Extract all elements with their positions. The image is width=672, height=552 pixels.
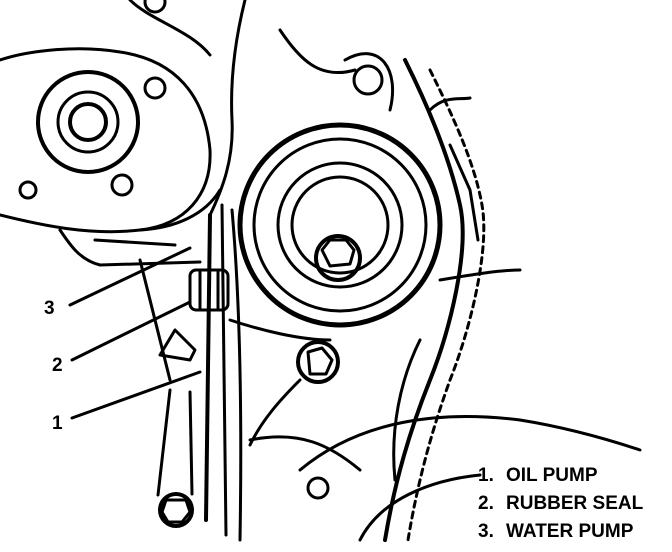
legend-text: WATER PUMP — [506, 521, 634, 542]
legend-number: 1. — [478, 465, 494, 486]
water-pump-pulley — [0, 0, 222, 267]
callout-2: 2 — [52, 355, 63, 376]
callout-3: 3 — [44, 298, 55, 319]
oil-pump-housing — [138, 0, 247, 542]
legend-text: OIL PUMP — [506, 465, 598, 486]
timing-belt — [383, 58, 522, 542]
legend-text: RUBBER SEAL — [506, 493, 644, 514]
engine-casting — [228, 28, 642, 542]
callout-1: 1 — [52, 413, 63, 434]
tensioner-pulley — [237, 122, 443, 328]
rubber-seal — [188, 268, 230, 312]
parts-legend: 1. OIL PUMP 2. RUBBER SEAL 3. WATER PUMP — [478, 462, 643, 546]
legend-number: 2. — [478, 493, 494, 514]
legend-item-rubber-seal: 2. RUBBER SEAL — [478, 490, 643, 518]
legend-number: 3. — [478, 521, 494, 542]
mounting-bolt — [248, 340, 340, 447]
legend-item-oil-pump: 1. OIL PUMP — [478, 462, 643, 490]
legend-item-water-pump: 3. WATER PUMP — [478, 518, 643, 546]
callout-leaders — [68, 246, 202, 420]
